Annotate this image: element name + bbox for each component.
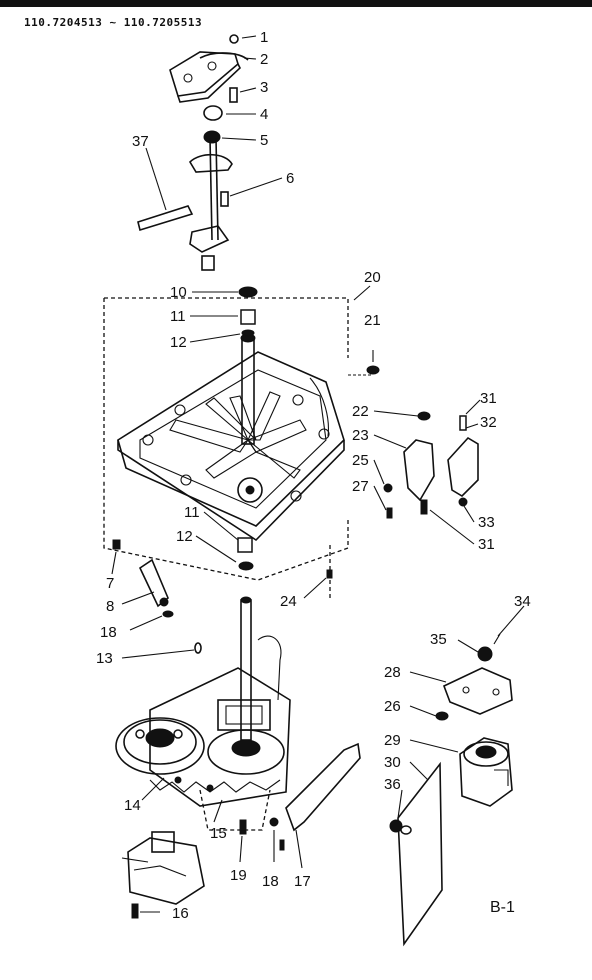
callout-5: 5 <box>260 132 268 149</box>
upper-bracket-assembly <box>137 34 249 271</box>
callout-12-top: 12 <box>170 334 187 351</box>
callout-31-top: 31 <box>480 390 497 407</box>
callout-4: 4 <box>260 106 268 123</box>
callout-33: 33 <box>478 514 495 531</box>
callout-7: 7 <box>106 575 114 592</box>
model-numbers-header: 110.7204513 ~ 110.7205513 <box>24 16 202 29</box>
callout-32: 32 <box>480 414 497 431</box>
base-plate-assembly <box>103 286 380 600</box>
callout-25: 25 <box>352 452 369 469</box>
callout-27: 27 <box>352 478 369 495</box>
callout-23: 23 <box>352 427 369 444</box>
callout-18-top: 18 <box>100 624 117 641</box>
callout-37: 37 <box>132 133 149 150</box>
callout-31-bottom: 31 <box>478 536 495 553</box>
callout-3: 3 <box>260 79 268 96</box>
callout-21: 21 <box>364 312 381 329</box>
callout-29: 29 <box>384 732 401 749</box>
callout-24: 24 <box>280 593 297 610</box>
callout-34: 34 <box>514 593 531 610</box>
callout-19: 19 <box>230 867 247 884</box>
right-bracket-assembly <box>383 411 479 519</box>
transmission-assembly <box>115 596 361 919</box>
callout-26: 26 <box>384 698 401 715</box>
callout-labels: 1 2 3 4 5 6 37 10 20 11 12 21 22 23 25 2… <box>96 29 531 922</box>
callout-2: 2 <box>260 51 268 68</box>
callout-12-bottom: 12 <box>176 528 193 545</box>
callout-8: 8 <box>106 598 114 615</box>
callout-11-bottom: 11 <box>184 504 200 521</box>
top-border-bar <box>0 0 592 7</box>
callout-35: 35 <box>430 631 447 648</box>
callout-30: 30 <box>384 754 401 771</box>
callout-10: 10 <box>170 284 187 301</box>
callout-15: 15 <box>210 825 227 842</box>
callout-16: 16 <box>172 905 189 922</box>
callout-6: 6 <box>286 170 294 187</box>
callout-18-bottom: 18 <box>262 873 279 890</box>
callout-13: 13 <box>96 650 113 667</box>
callout-14: 14 <box>124 797 141 814</box>
diagram-caption: B-1 <box>490 899 515 916</box>
callout-28: 28 <box>384 664 401 681</box>
callout-1: 1 <box>260 29 268 46</box>
callout-17: 17 <box>294 873 311 890</box>
pump-assembly <box>389 633 513 947</box>
callout-11-top: 11 <box>170 308 186 325</box>
callout-22: 22 <box>352 403 369 420</box>
leader-lines <box>111 35 525 913</box>
callout-20: 20 <box>364 269 381 286</box>
callout-36: 36 <box>384 776 401 793</box>
